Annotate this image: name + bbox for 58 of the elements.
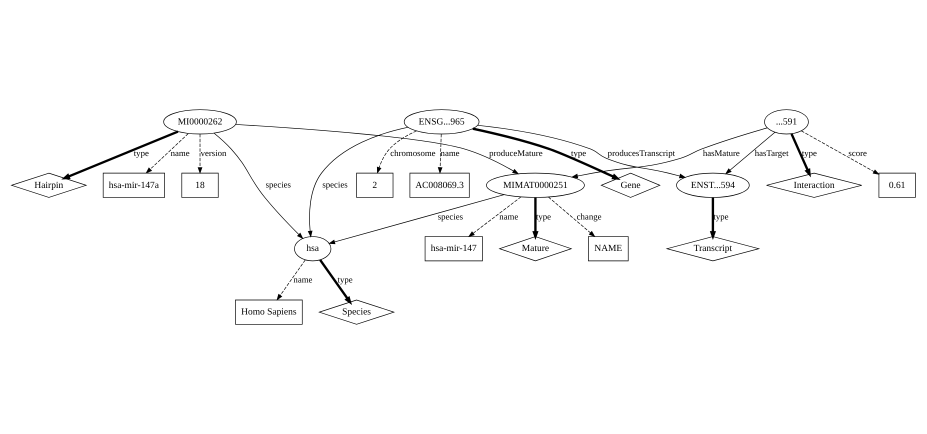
edge-label: type	[802, 148, 817, 158]
arrow	[571, 128, 768, 178]
edge-label: type	[536, 211, 552, 222]
edge-label: score	[848, 148, 867, 158]
edge-label: change	[576, 211, 602, 222]
node-ellipse: MI0000262	[163, 109, 237, 134]
arrow	[710, 198, 716, 240]
node-diamond: Transcript	[666, 236, 760, 262]
arrow	[801, 130, 880, 175]
edge-label: producesTranscript	[608, 148, 676, 158]
arrow	[532, 198, 538, 240]
arrow	[198, 134, 202, 174]
arrow	[235, 124, 520, 174]
edge-label: type	[571, 148, 586, 158]
node-diamond: Interaction	[766, 172, 862, 198]
arrow	[468, 196, 522, 238]
node-ellipse: ENSG...965	[404, 109, 480, 134]
edge-label: hasTarget	[754, 148, 789, 158]
edge-label: type	[134, 148, 149, 158]
node-diamond: Species	[318, 300, 395, 325]
node-box: hsa-mir-147a	[102, 172, 165, 198]
arrow	[319, 259, 352, 306]
node-diamond: Mature	[498, 236, 572, 262]
node-ellipse: hsa	[294, 236, 332, 262]
edge-label: produceMature	[489, 148, 543, 158]
edge-label: chromosome	[390, 148, 436, 158]
edge-label: species	[322, 180, 348, 190]
edge-label: type	[338, 274, 353, 285]
arrow	[61, 130, 178, 180]
edge-label: species	[266, 180, 291, 190]
arrow	[790, 133, 811, 178]
arrow	[376, 130, 417, 174]
node-box: Homo Sapiens	[235, 300, 303, 325]
edge-label: species	[438, 211, 464, 222]
edge-label: name	[293, 274, 312, 285]
arrow	[438, 134, 443, 174]
arrow	[214, 132, 304, 240]
node-box: 18	[181, 172, 219, 198]
arrow	[146, 133, 189, 174]
edge-label: name	[440, 148, 460, 158]
node-box: NAME	[588, 236, 629, 262]
arrow	[328, 194, 504, 244]
node-box: AC008069.3	[410, 172, 470, 198]
arrow	[477, 125, 686, 178]
edge-label: type	[713, 211, 729, 222]
arrow	[725, 132, 776, 174]
node-box: hsa-mir-147	[424, 236, 483, 262]
edge-label: name	[499, 211, 518, 222]
arrow	[472, 128, 621, 180]
arrow	[548, 196, 596, 238]
edge-label: name	[170, 148, 190, 158]
arrow	[276, 260, 306, 301]
edge-label: hasMature	[702, 148, 740, 158]
node-ellipse: ...591	[764, 109, 809, 134]
arrow	[308, 126, 408, 238]
edge-label: version	[200, 148, 226, 158]
node-box: 0.61	[878, 172, 916, 198]
node-box: 2	[356, 172, 394, 198]
